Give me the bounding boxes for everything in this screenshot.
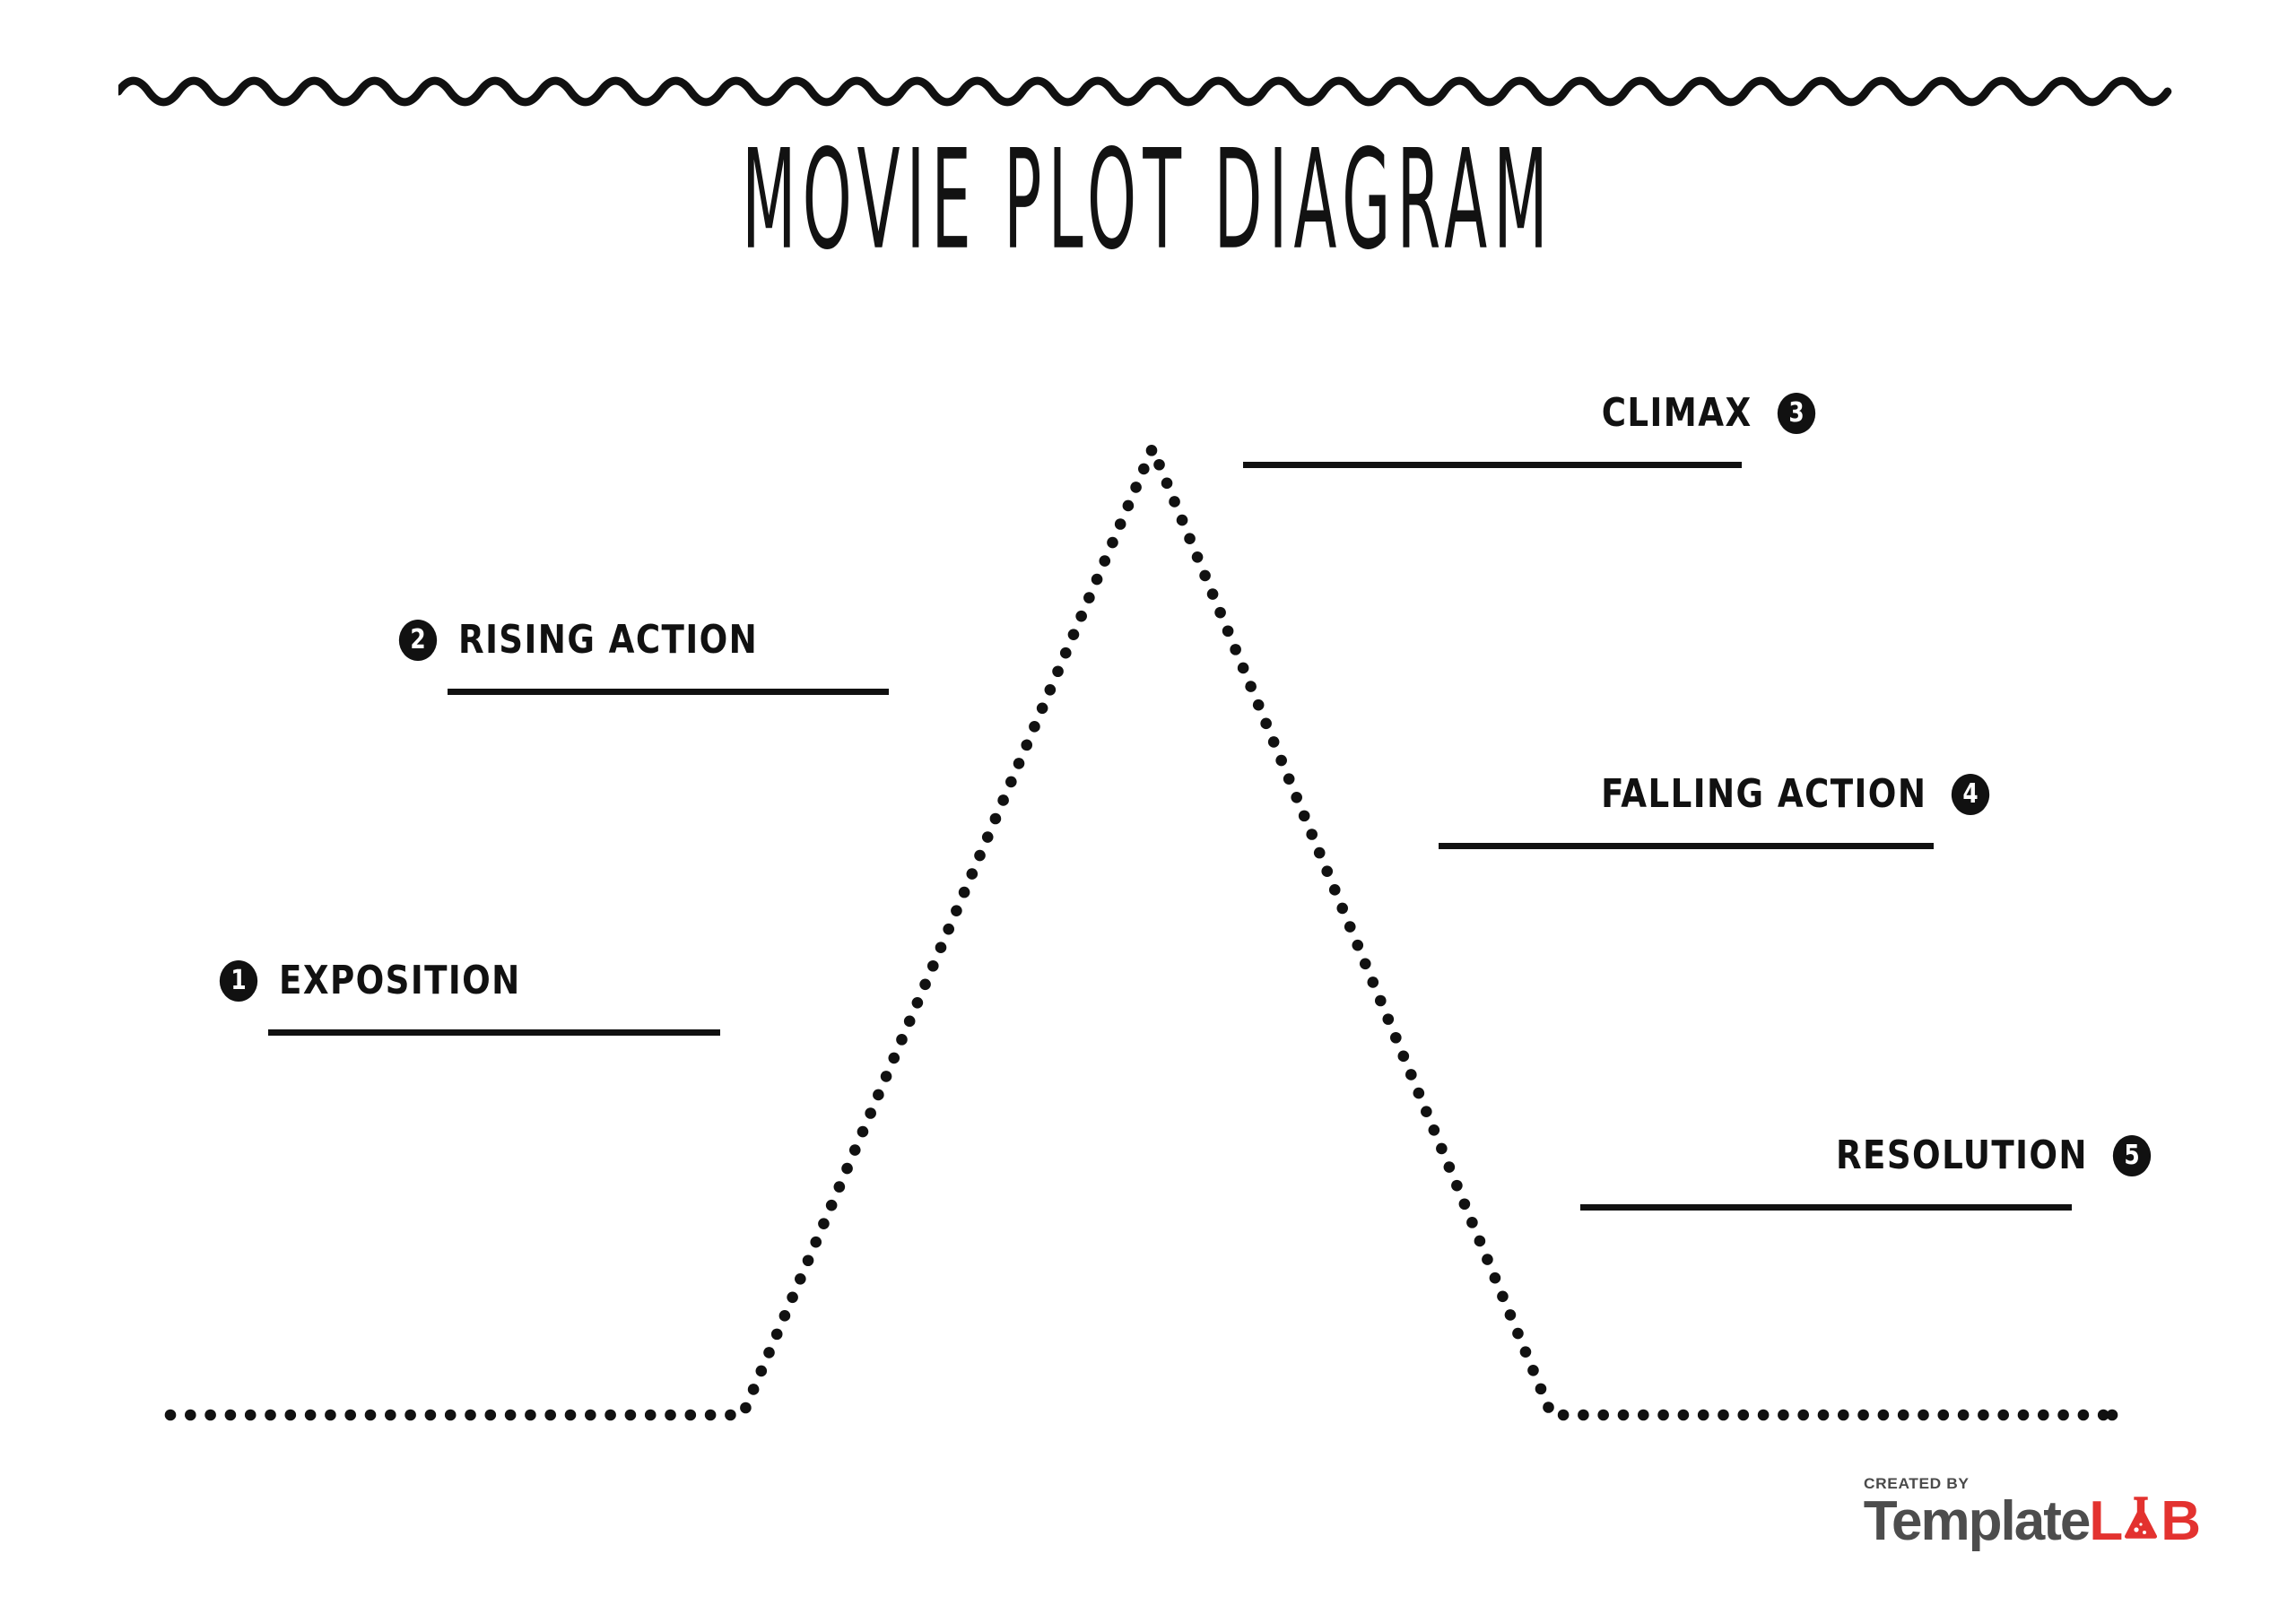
stage-climax[interactable]: CLIMAX 3 [1243,386,1817,484]
stage-badge-3: 3 [1777,393,1816,434]
stage-writing-line-rising-action[interactable] [448,689,889,695]
stage-rising-action[interactable]: 2 RISING ACTION [397,612,953,711]
page-title: MOVIE PLOT DIAGRAM [742,121,1554,281]
stage-writing-line-falling-action[interactable] [1439,843,1934,849]
brand-created-by: CREATED BY [1863,1475,1970,1492]
stage-badge-2: 2 [398,620,438,661]
stage-writing-line-resolution[interactable] [1580,1204,2072,1211]
stage-badge-4: 4 [1951,774,1990,815]
stage-label-falling-action: FALLING ACTION [1600,771,1926,817]
stage-writing-line-climax[interactable] [1243,462,1742,468]
stage-badge-1: 1 [219,960,258,1002]
brand-template-text: Template [1863,1490,2092,1552]
brand-lab-text: L B [2089,1490,2201,1552]
stage-resolution[interactable]: RESOLUTION 5 [1580,1128,2152,1227]
stage-label-climax: CLIMAX [1602,390,1752,436]
stage-label-exposition: EXPOSITION [279,958,521,1003]
stage-label-resolution: RESOLUTION [1835,1133,2088,1178]
brand-lab-letter-l: L [2089,1490,2123,1552]
wavy-divider [118,65,2196,118]
brand-lab-letter-b: B [2161,1490,2201,1552]
stage-label-rising-action: RISING ACTION [458,617,759,663]
flask-icon [2121,1493,2161,1540]
stage-falling-action[interactable]: FALLING ACTION 4 [1381,767,1991,865]
stage-badge-5: 5 [2112,1135,2152,1176]
stage-writing-line-exposition[interactable] [268,1029,720,1036]
stage-exposition[interactable]: 1 EXPOSITION [218,953,792,1052]
